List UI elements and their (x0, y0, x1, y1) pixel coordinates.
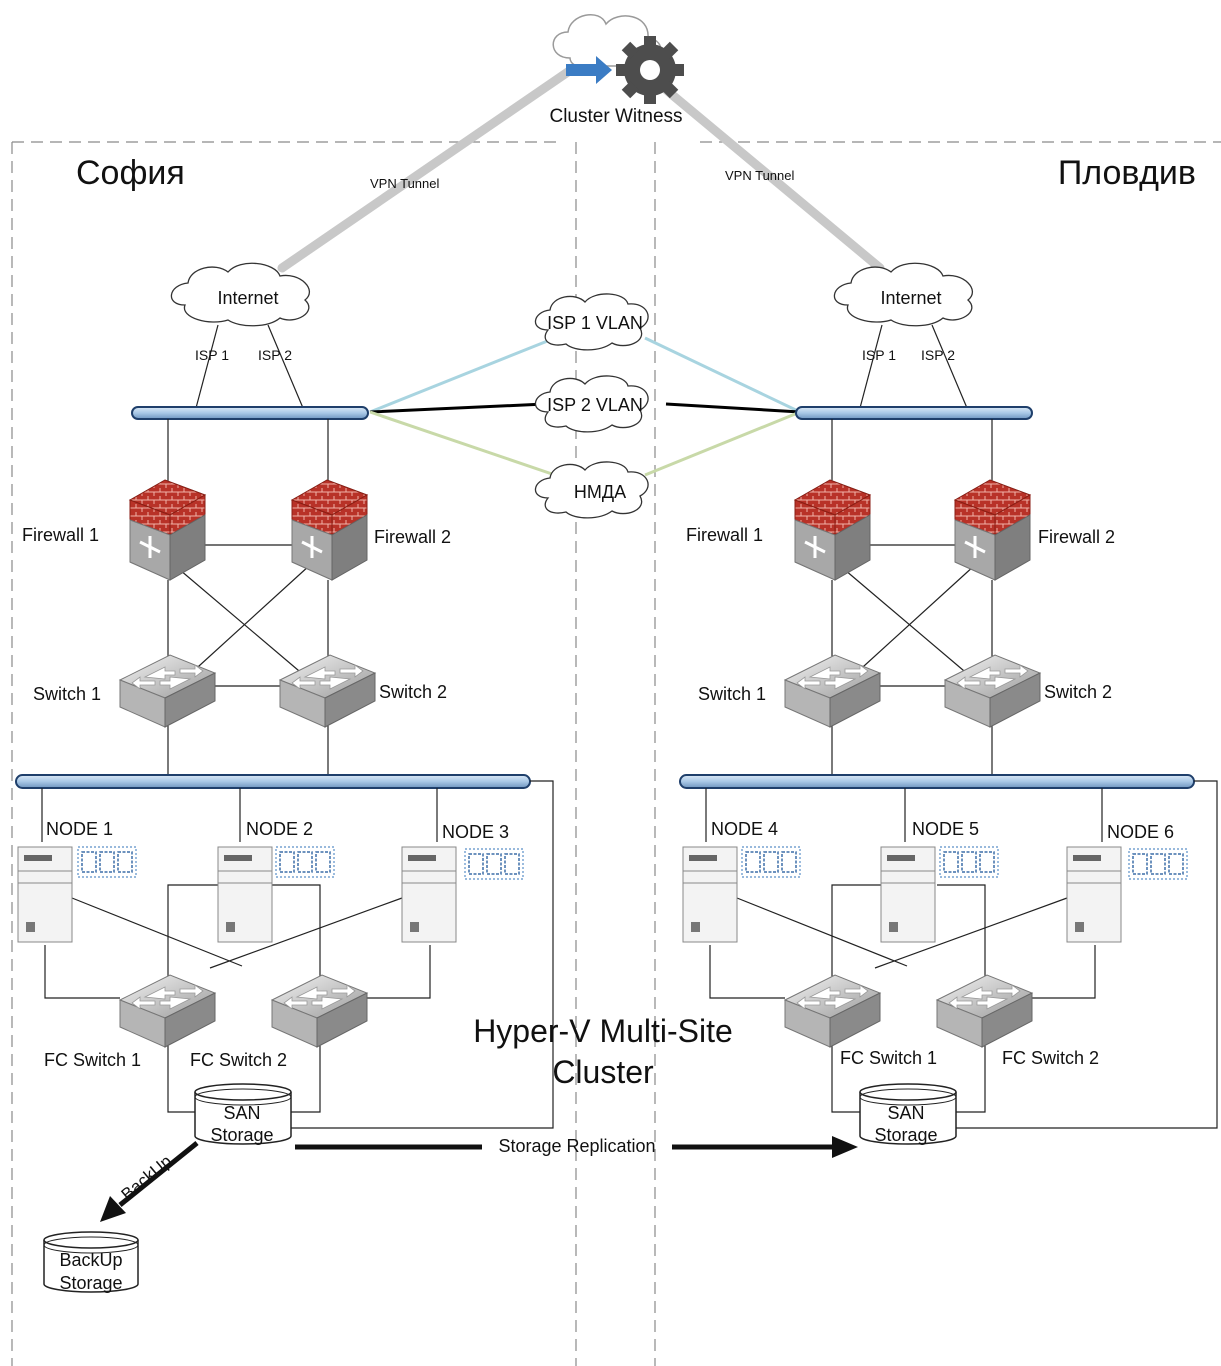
edge-bus-right (795, 406, 1033, 420)
backup-storage-label-2: Storage (59, 1273, 122, 1293)
firewall-icon (128, 478, 207, 582)
storage-replication-label: Storage Replication (498, 1136, 655, 1156)
fc-switch-icon (784, 974, 881, 1048)
isp-links-right (859, 324, 968, 409)
firewall-icon (953, 478, 1032, 582)
node-label: NODE 3 (442, 822, 509, 842)
server-icon (17, 846, 73, 943)
firewall2-label-right: Firewall 2 (1038, 527, 1115, 547)
switch-icon (784, 654, 881, 728)
fc-switch2-label-left: FC Switch 2 (190, 1050, 287, 1070)
server-icon (401, 846, 457, 943)
san-label-right: SAN (887, 1103, 924, 1123)
san-storage-right (859, 1083, 957, 1145)
isp1-label-left: ISP 1 (195, 347, 229, 363)
node-links-right (705, 780, 1218, 1129)
isp2-label-right: ISP 2 (921, 347, 955, 363)
switch1-label-right: Switch 1 (698, 684, 766, 704)
switch1-label-left: Switch 1 (33, 684, 101, 704)
isp2-vlan-label: ISP 2 VLAN (547, 395, 643, 415)
server-icon (1066, 846, 1122, 943)
fc-switch-icon (119, 974, 216, 1048)
arrow-right-icon (566, 56, 612, 84)
server-icon (217, 846, 273, 943)
site-title-right: Пловдив (1058, 154, 1196, 192)
node-label: NODE 6 (1107, 822, 1174, 842)
cluster-witness-label: Cluster Witness (549, 106, 682, 127)
vpn-label-right: VPN Tunnel (725, 168, 794, 183)
vm-icon (275, 846, 335, 878)
cluster-witness-icon (552, 14, 684, 104)
san-label-left-2: Storage (210, 1125, 273, 1145)
vm-icon (77, 846, 137, 878)
vm-icon (741, 846, 801, 878)
gear-icon (616, 36, 684, 104)
vm-icon (939, 846, 999, 878)
fc-switch-icon (271, 974, 368, 1048)
firewall-connections-left (167, 419, 329, 776)
node-label: NODE 1 (46, 819, 113, 839)
backup-arrow (100, 1141, 199, 1222)
backup-storage (43, 1231, 139, 1293)
node-label: NODE 5 (912, 819, 979, 839)
vm-icon (1128, 848, 1188, 880)
site-frame-right (654, 141, 1221, 1366)
vpn-label-left: VPN Tunnel (370, 176, 439, 191)
backup-arrow-label: BackUp (118, 1151, 176, 1204)
nmda-label: НМДА (574, 482, 626, 502)
server-icon (880, 846, 936, 943)
internet-cloud-right (833, 262, 974, 327)
isp1-vlan-cloud (534, 293, 649, 351)
node-links-left (41, 780, 554, 1129)
isp1-label-right: ISP 1 (862, 347, 896, 363)
firewall1-label-left: Firewall 1 (22, 525, 99, 545)
san-label-left: SAN (223, 1103, 260, 1123)
internet-cloud-left (170, 262, 311, 327)
node-label: NODE 4 (711, 819, 778, 839)
site-title-left: София (76, 154, 185, 192)
fc-switch-icon (936, 974, 1033, 1048)
vpn-tunnels (277, 60, 885, 273)
firewall-icon (290, 478, 369, 582)
isp-links-left (195, 324, 304, 409)
lan-bus-right (679, 774, 1195, 789)
internet-label-left: Internet (217, 288, 278, 308)
cluster-title-line2: Cluster (552, 1054, 654, 1090)
backup-storage-label: BackUp (59, 1250, 122, 1270)
switch-icon (279, 654, 376, 728)
isp2-vlan-cloud (534, 375, 649, 433)
firewall1-label-right: Firewall 1 (686, 525, 763, 545)
firewall2-label-left: Firewall 2 (374, 527, 451, 547)
firewall-icon (793, 478, 872, 582)
isp1-vlan-label: ISP 1 VLAN (547, 313, 643, 333)
site-frame-left (11, 141, 577, 1366)
cluster-title-line1: Hyper-V Multi-Site (473, 1013, 733, 1049)
lan-bus-left (15, 774, 531, 789)
fc-switch2-label-right: FC Switch 2 (1002, 1048, 1099, 1068)
nmda-cloud (534, 461, 649, 519)
edge-bus-left (131, 406, 369, 420)
storage-replication-arrow (295, 1136, 858, 1158)
switch2-label-left: Switch 2 (379, 682, 447, 702)
isp2-label-left: ISP 2 (258, 347, 292, 363)
switch2-label-right: Switch 2 (1044, 682, 1112, 702)
switch-icon (119, 654, 216, 728)
internet-label-right: Internet (880, 288, 941, 308)
switch-icon (944, 654, 1041, 728)
server-icon (682, 846, 738, 943)
wan-links (369, 336, 801, 477)
san-storage-left (194, 1083, 292, 1145)
fc-switch1-label-right: FC Switch 1 (840, 1048, 937, 1068)
vm-icon (464, 848, 524, 880)
firewall-connections-right (831, 419, 993, 776)
node-label: NODE 2 (246, 819, 313, 839)
san-label-right-2: Storage (874, 1125, 937, 1145)
fc-switch1-label-left: FC Switch 1 (44, 1050, 141, 1070)
